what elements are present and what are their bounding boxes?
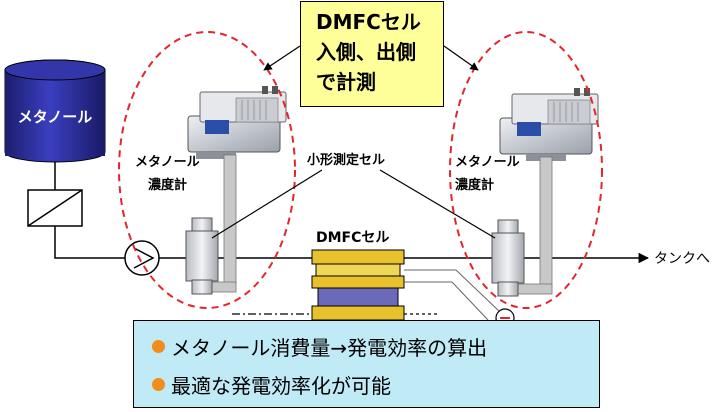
cell-leads [404,269,501,321]
left-dashed-ellipse [118,31,296,309]
right-small-cell [491,219,525,297]
right-meter-label-2: 濃度計 [455,177,494,193]
right-meter-pipe [539,156,553,288]
small-cell-label: 小形測定セル [307,152,385,168]
result-item-1-text: メタノール消費量→発電効率の算出 [171,335,488,360]
callout-box: DMFCセル 入側、出側 で計測 [300,1,444,107]
feed-line-bottom [54,226,125,259]
callout-line-3: で計測 [316,70,376,94]
bullet-icon [152,339,165,353]
dmfc-cell-label: DMFCセル [316,230,389,246]
methanol-tank-label: メタノール [18,108,93,126]
callout-right-arrow-icon [443,45,479,71]
left-meter-label-2: 濃度計 [148,177,187,193]
result-item-1: メタノール消費量→発電効率の算出 [152,327,599,365]
filter-icon [27,189,83,227]
right-meter-label-1: メタノール [455,155,520,170]
callout-line-1: DMFCセル [316,10,421,34]
small-cell-pointer-right [379,169,496,239]
to-tank-label: タンクへ [654,251,710,267]
callout-line-2: 入側、出側 [316,40,416,64]
small-cell-pointer-left [211,169,323,239]
methanol-tank: メタノール [4,59,106,163]
callout-left-arrow-icon [263,45,301,71]
right-meter-pipe-foot [517,283,553,295]
left-meter-pipe [223,154,237,286]
dmfc-cell-stack [311,249,405,321]
left-meter-device [187,86,287,159]
right-dashed-ellipse [449,31,603,309]
bullet-icon [152,377,165,391]
left-meter-label-1: メタノール [135,155,200,170]
right-meter-device [499,88,599,161]
pump-icon [124,240,160,276]
result-item-2-text: 最適な発電効率化が可能 [171,373,391,398]
result-box: メタノール消費量→発電効率の算出 最適な発電効率化が可能 [133,320,600,408]
left-small-cell [185,217,219,295]
result-item-2: 最適な発電効率化が可能 [152,365,599,403]
